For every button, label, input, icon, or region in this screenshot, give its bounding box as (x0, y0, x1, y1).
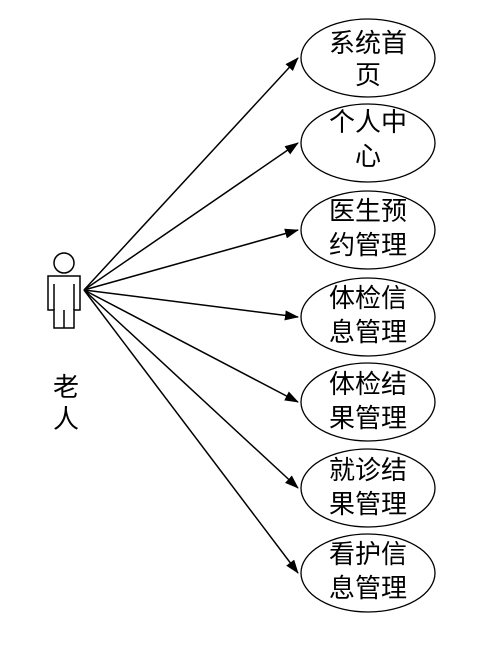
association-line (83, 289, 299, 403)
use-case-doctor-appointment: 医生预 约管理 (300, 190, 436, 270)
association-line (83, 57, 299, 291)
association-line (83, 289, 299, 489)
use-case-checkup-result: 体检结 果管理 (300, 362, 436, 442)
use-case-label-line2: 果管理 (329, 490, 407, 520)
use-case-label-line2: 息管理 (329, 318, 407, 348)
association-line (83, 289, 299, 321)
use-case-system-home: 系统首 页 (300, 18, 436, 98)
use-case-ellipse (300, 277, 436, 357)
use-case-label-line2: 页 (355, 61, 381, 91)
use-case-label-line1: 系统首 (329, 29, 407, 59)
actor-figure (47, 252, 81, 329)
use-case-ellipse (300, 533, 436, 613)
use-case-label-line1: 体检信 (329, 284, 407, 314)
association-line (83, 142, 299, 291)
use-case-label-line1: 就诊结 (329, 456, 407, 486)
use-case-ellipse (300, 103, 436, 183)
use-case-label-line1: 体检结 (329, 370, 407, 400)
actor-body (47, 275, 81, 329)
use-case-personal-center: 个人中 心 (300, 103, 436, 183)
use-case-label-line2: 约管理 (329, 231, 407, 261)
actor-name-line1: 老 (53, 373, 79, 403)
use-case-label-line2: 心 (355, 142, 381, 172)
use-case-label-line1: 看护信 (329, 540, 407, 570)
use-case-label-line1: 医生预 (329, 197, 407, 227)
use-case-care-info: 看护信 息管理 (300, 533, 436, 613)
use-case-label-line2: 息管理 (329, 574, 407, 604)
association-line (83, 289, 299, 574)
use-case-label-line2: 果管理 (329, 404, 407, 434)
association-lines (83, 57, 299, 574)
use-case-ellipse (300, 362, 436, 442)
use-case-ellipse (300, 448, 436, 528)
use-case-ellipse (300, 18, 436, 98)
use-case-visit-result: 就诊结 果管理 (300, 448, 436, 528)
actor-name-line2: 人 (53, 405, 79, 435)
use-case-checkup-info: 体检信 息管理 (300, 277, 436, 357)
association-line (83, 228, 299, 291)
use-case-label-line1: 个人中 (329, 108, 407, 138)
actor-head (53, 252, 75, 274)
use-case-ellipse (300, 190, 436, 270)
